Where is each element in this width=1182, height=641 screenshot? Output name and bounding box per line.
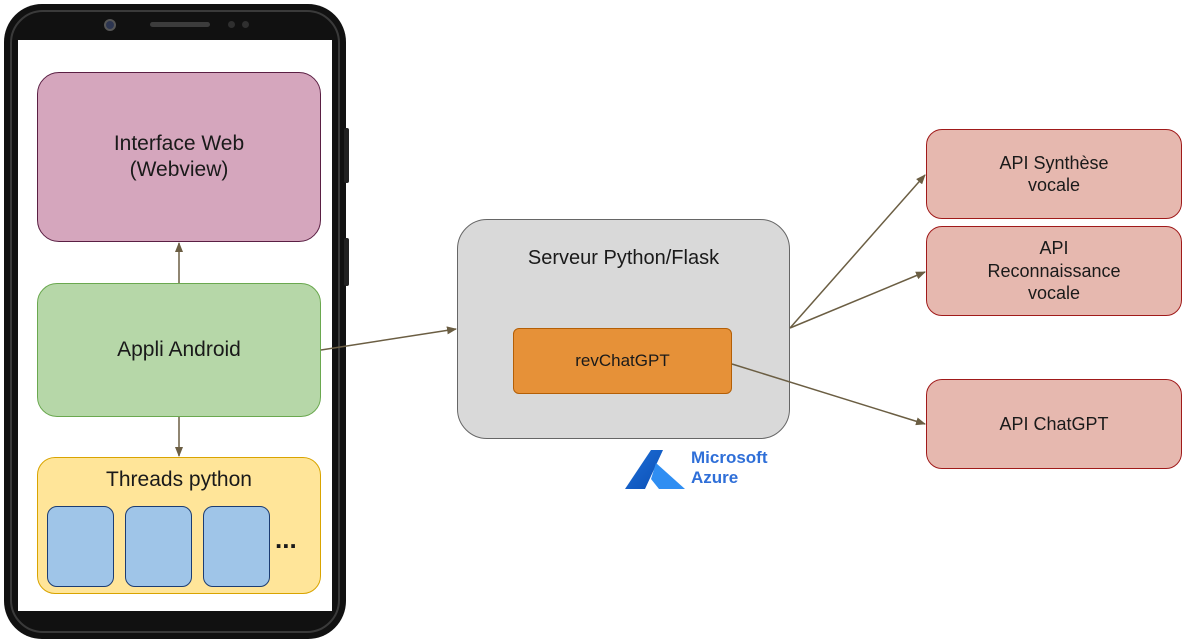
camera-icon (104, 19, 116, 31)
tts-api-label: API Synthèse vocale (999, 152, 1109, 196)
phone-rim (10, 10, 340, 633)
android-app-label: Appli Android (117, 337, 241, 361)
azure-wordmark-line: Microsoft (691, 448, 768, 467)
phone-side-button (344, 238, 349, 286)
arrow-server-to-speech-recognition (789, 271, 926, 329)
arrow-android-to-server (320, 326, 457, 351)
flask-server-label: Serveur Python/Flask (527, 247, 720, 269)
revchatgpt-module-box: revChatGPT (513, 328, 732, 394)
python-threads-box: Threads python ... (37, 457, 321, 594)
thread-item (47, 506, 114, 587)
web-interface-box: Interface Web (Webview) (37, 72, 321, 242)
chatgpt-api-box: API ChatGPT (926, 379, 1182, 469)
azure-wordmark-line: Azure (691, 467, 739, 487)
arrow-server-to-tts (789, 174, 926, 329)
speech-recognition-api-label: API Reconnaissance vocale (987, 238, 1121, 304)
azure-wordmark: Microsoft Azure (691, 448, 768, 487)
revchatgpt-module-label: revChatGPT (575, 351, 670, 370)
speaker-icon (150, 22, 210, 27)
tts-api-box: API Synthèse vocale (926, 129, 1182, 219)
sensor-icon (228, 21, 235, 28)
sensor-icon (242, 21, 249, 28)
web-interface-label: Interface Web (Webview) (113, 131, 245, 181)
chatgpt-api-label: API ChatGPT (999, 413, 1109, 434)
azure-logo-icon (625, 450, 685, 489)
thread-item (203, 506, 270, 587)
threads-more-indicator: ... (275, 524, 297, 554)
arrow-revchatgpt-to-chatgpt (731, 363, 926, 426)
phone-side-button (344, 128, 349, 183)
android-app-box: Appli Android (37, 283, 321, 417)
python-threads-label: Threads python (106, 468, 252, 491)
thread-item (125, 506, 192, 587)
